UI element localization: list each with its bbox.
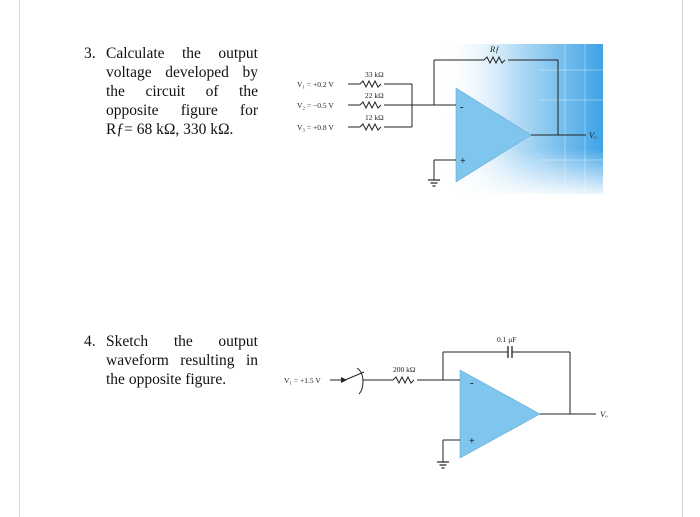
r1-resistor [359,79,382,89]
word: opposite [106,102,159,119]
opamp-triangle [455,87,532,183]
problem-3-line-2: voltage developed by [106,64,258,83]
v1-label-2: V₁ = +1.5 V [284,376,321,385]
problem-3-line-3: the circuit of the [106,83,258,102]
rf-values: Rƒ= 68 kΩ, 330 kΩ. [106,121,234,138]
problem-3-line-4: opposite figure for [106,102,258,121]
v1-label: V₁ = +0.2 V [297,80,334,89]
r2-resistor [359,100,382,110]
r3-resistor [359,122,382,132]
r3-label: 12 kΩ [365,113,384,122]
c-label: 0.1 μF [497,335,516,344]
word: resulting [180,352,235,369]
word: waveform [106,352,169,369]
problem-3-line-5: Rƒ= 68 kΩ, 330 kΩ. [106,121,258,140]
problem-4-text: Sketch the output waveform resulting in … [106,333,258,390]
word: the [106,371,125,388]
word: figure [180,102,218,119]
switch-arrow-icon [341,377,347,383]
v3-label: V₃ = +0.8 V [297,123,334,132]
output-label-2: Vₒ [600,409,608,419]
output-label: Vₒ [589,130,597,140]
problem-3-line-1: Calculate the output [106,45,258,64]
r1-label: 33 kΩ [365,70,384,79]
word: in [245,352,258,369]
plus-label-2: + [469,436,475,447]
r-label: 200 kΩ [393,365,416,374]
ground-icon [428,179,440,187]
problem-4-line-3: the opposite figure. [106,371,258,390]
switch-arc [356,367,364,395]
word: by [242,64,258,81]
v2-label: V₂ = −0.5 V [297,101,334,110]
word: the [239,83,258,100]
word: Calculate [106,45,165,62]
ground-icon-2 [437,461,449,469]
minus-label: - [460,101,464,113]
background-grid [540,44,603,190]
word: voltage [106,64,152,81]
word: figure. [185,371,227,388]
switch-blade [344,371,365,381]
word: the [106,83,125,100]
problem-4-line-1: Sketch the output [106,333,258,352]
word: circuit [145,83,186,100]
rf-label: Rƒ [489,44,499,54]
problem-4-number: 4. [84,333,96,350]
word: the [173,333,193,350]
word: developed [165,64,229,81]
rf-resistor [483,55,506,65]
word: Sketch [106,333,149,350]
opamp-triangle-2 [459,369,541,459]
word: output [218,333,258,350]
word: the [181,45,201,62]
problem-3-number: 3. [84,45,96,62]
word: for [239,102,258,119]
input-resistor [392,375,415,385]
word: of [205,83,219,100]
word: opposite [128,371,182,388]
minus-label-2: - [470,377,474,389]
word: output [218,45,258,62]
plus-label: + [460,156,466,167]
problem-3-text: Calculate the output voltage developed b… [106,45,258,140]
r2-label: 22 kΩ [365,91,384,100]
problem-4-line-2: waveform resulting in [106,352,258,371]
